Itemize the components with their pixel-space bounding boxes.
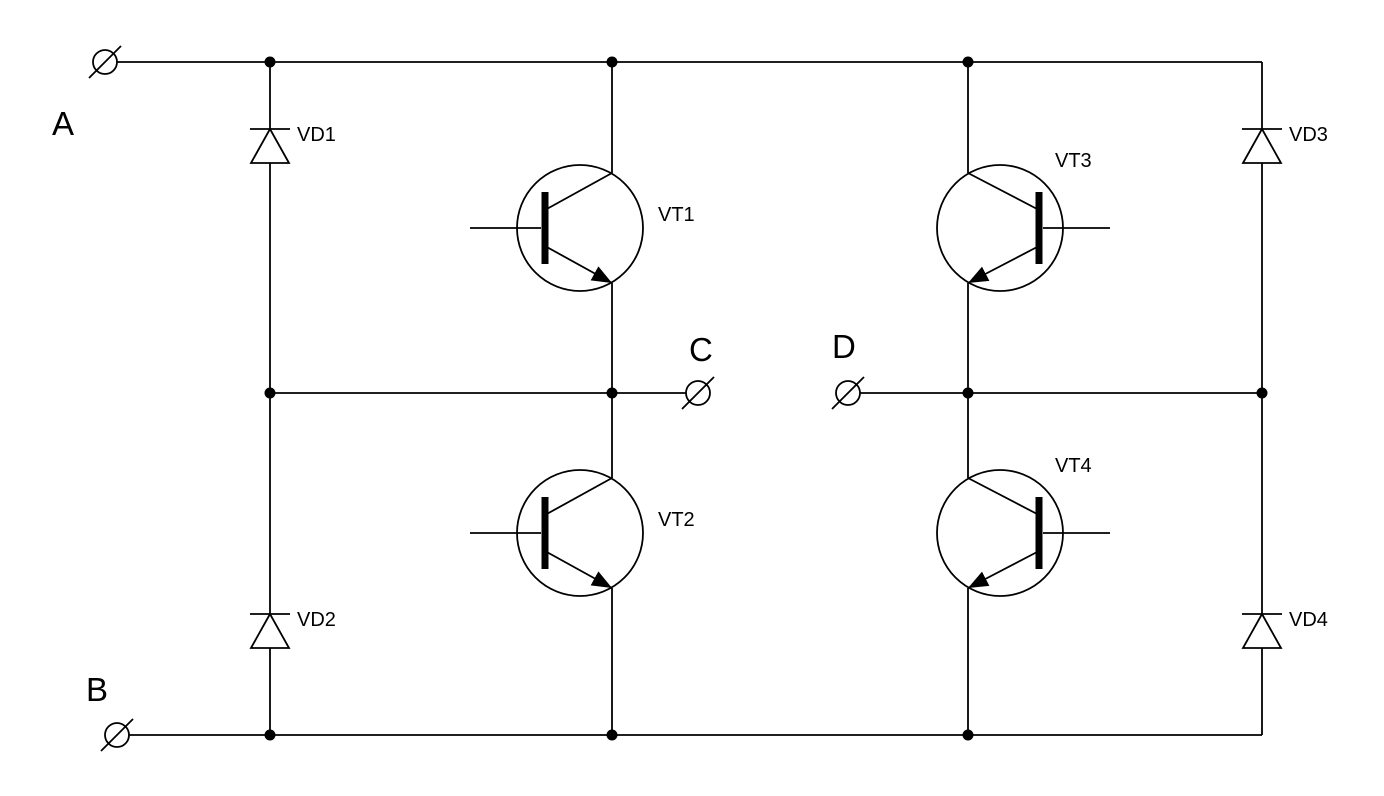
vt4-collector-lead <box>967 477 1040 516</box>
diode-vd4: VD4 <box>1241 609 1328 649</box>
terminal-b-label: B <box>86 671 108 708</box>
junction-dot <box>264 729 276 741</box>
junction-dot <box>606 387 618 399</box>
vt4-base-bar <box>1035 497 1043 569</box>
vt4-label: VT4 <box>1055 455 1092 477</box>
terminal-c-slash <box>681 376 715 410</box>
vt3-emitter-lead <box>967 245 1040 284</box>
junction-dot <box>962 56 974 68</box>
vd4-triangle <box>1241 612 1283 649</box>
vd3-label: VD3 <box>1289 124 1328 146</box>
terminal-a: A <box>52 45 122 142</box>
vt1-collector-lead <box>544 172 613 211</box>
vt1-base-bar <box>541 192 549 264</box>
terminal-d: D <box>831 328 865 410</box>
terminal-b-slash <box>100 718 134 752</box>
terminal-b: B <box>86 671 134 752</box>
vd2-label: VD2 <box>297 609 336 631</box>
vd1-label: VD1 <box>297 124 336 146</box>
vt2-label: VT2 <box>658 509 695 531</box>
terminal-d-label: D <box>832 328 856 365</box>
vd4-label: VD4 <box>1289 609 1328 631</box>
junction-dot <box>962 729 974 741</box>
junction-dot <box>264 56 276 68</box>
vt2-base-bar <box>541 497 549 569</box>
vt3-base-bar <box>1035 192 1043 264</box>
terminal-a-label: A <box>52 105 74 142</box>
vd1-triangle <box>249 127 291 164</box>
vt3-collector-lead <box>967 172 1040 211</box>
transistor-vt2: VT2 <box>470 469 695 597</box>
vt4-emitter-lead <box>967 550 1040 589</box>
vt2-collector-lead <box>544 477 613 516</box>
terminal-c-label: C <box>689 331 713 368</box>
junction-dot <box>1256 387 1268 399</box>
diode-vd3: VD3 <box>1241 124 1328 164</box>
terminal-d-slash <box>831 376 865 410</box>
vt3-label: VT3 <box>1055 150 1092 172</box>
vt1-label: VT1 <box>658 204 695 226</box>
vt2-emitter-lead <box>544 550 613 589</box>
junction-dots <box>264 56 1268 741</box>
vd3-triangle <box>1241 127 1283 164</box>
junction-dot <box>962 387 974 399</box>
diode-vd1: VD1 <box>249 124 336 164</box>
transistor-vt3: VT3 <box>936 150 1110 292</box>
vt1-emitter-lead <box>544 245 613 284</box>
terminal-c: C <box>681 331 715 410</box>
transistor-vt1: VT1 <box>470 164 695 292</box>
junction-dot <box>606 729 618 741</box>
junction-dot <box>606 56 618 68</box>
junction-dot <box>264 387 276 399</box>
diode-vd2: VD2 <box>249 609 336 649</box>
vd2-triangle <box>249 612 291 649</box>
terminal-a-slash <box>88 45 122 79</box>
transistor-vt4: VT4 <box>936 455 1110 597</box>
